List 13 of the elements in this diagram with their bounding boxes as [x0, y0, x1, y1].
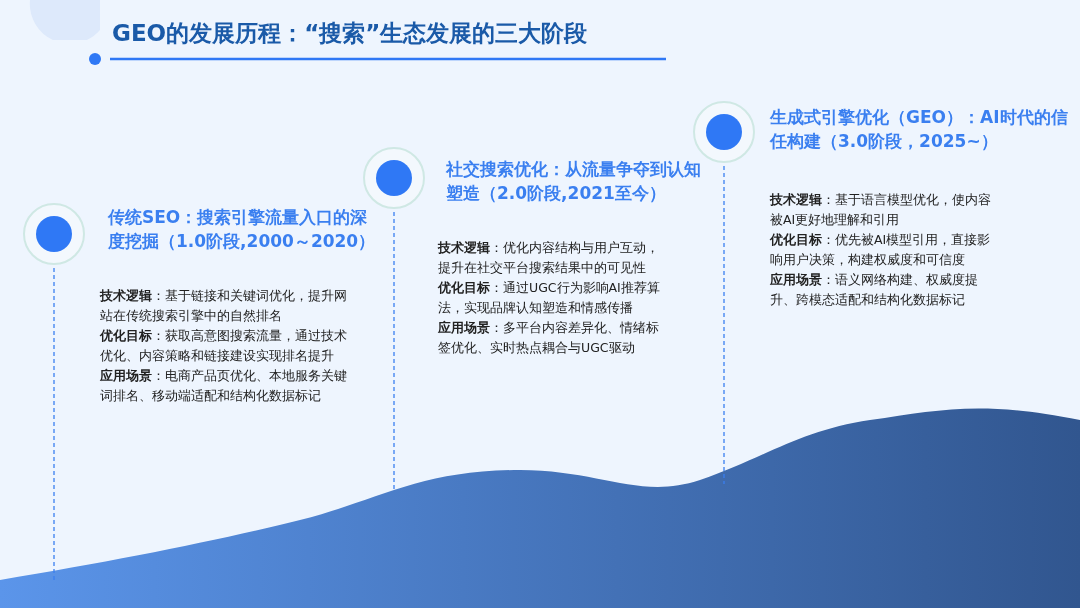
stage-description: 技术逻辑：优化内容结构与用户互动，提升在社交平台搜索结果中的可见性	[438, 239, 660, 277]
stage-description: 优化目标：通过UGC行为影响AI推荐算法，实现品牌认知塑造和情感传播	[438, 279, 661, 317]
stage-description: 技术逻辑：基于链接和关键词优化，提升网站在传统搜索引擎中的自然排名	[100, 287, 348, 325]
stage-description: 应用场景：语义网络构建、权威度提升、跨模态适配和结构化数据标记	[770, 271, 979, 309]
stage-description: 应用场景：多平台内容差异化、情绪标签优化、实时热点耦合与UGC驱动	[438, 319, 660, 357]
stage-description: 应用场景：电商产品页优化、本地服务关键词排名、移动端适配和结构化数据标记	[100, 367, 348, 405]
stage-description: 优化目标：获取高意图搜索流量，通过技术优化、内容策略和链接建设实现排名提升	[100, 327, 348, 365]
stage-description: 技术逻辑：基于语言模型优化，使内容被AI更好地理解和引用	[770, 191, 992, 229]
stage-heading: 传统SEO：搜索引擎流量入口的深度挖掘（1.0阶段,2000～2020）	[108, 206, 377, 253]
title: GEO的发展历程：“搜索”生态发展的三大阶段	[112, 19, 588, 48]
stage-heading: 生成式引擎优化（GEO）：AI时代的信任构建（3.0阶段，2025~）	[770, 106, 1069, 153]
stage-heading: 社交搜索优化：从流量争夺到认知塑造（2.0阶段,2021至今）	[446, 158, 702, 205]
stage-description: 优化目标：优先被AI模型引用，直接影响用户决策，构建权威度和可信度	[770, 231, 992, 269]
